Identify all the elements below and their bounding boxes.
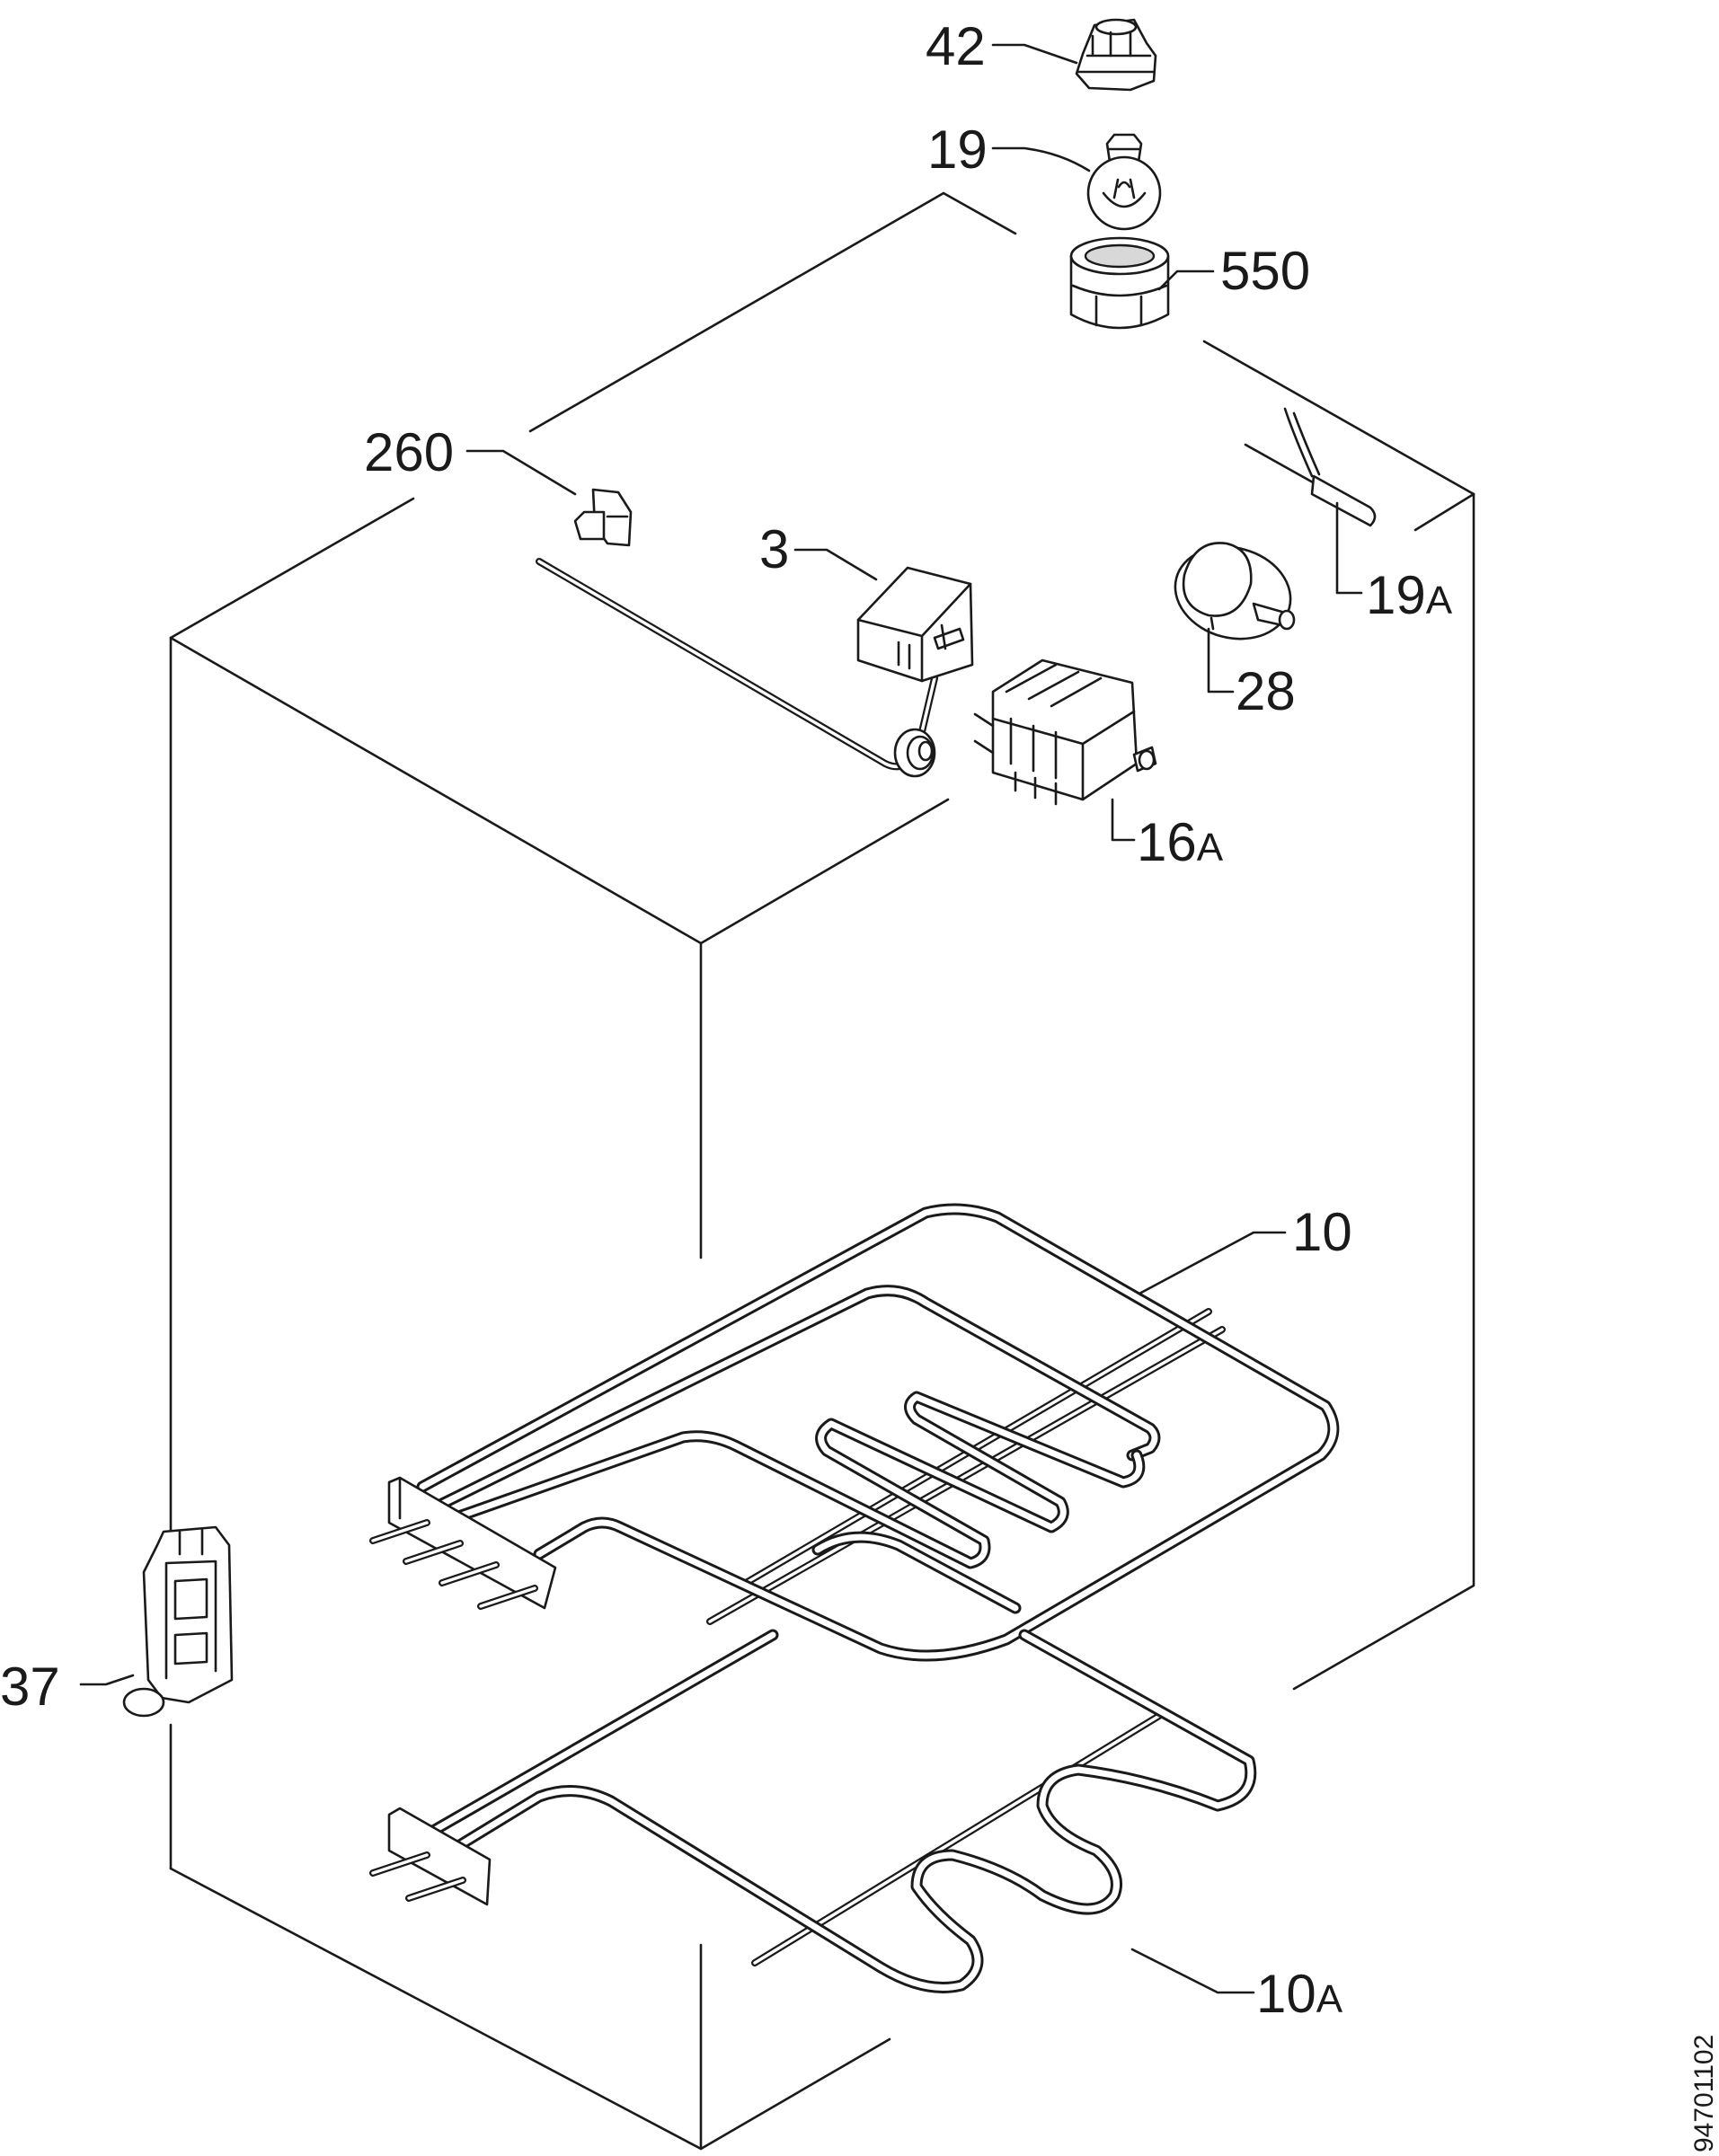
label-19: 19 (927, 119, 988, 180)
document-number: 94701102 (1689, 2035, 1719, 2152)
label-10a: 10A (1256, 1964, 1343, 2024)
label-16a-suffix: A (1197, 826, 1224, 870)
part-28-knob (1174, 542, 1296, 641)
label-19a-suffix: A (1426, 579, 1453, 623)
label-28: 28 (1236, 661, 1296, 721)
label-42: 42 (926, 16, 986, 76)
label-3: 3 (759, 519, 789, 579)
part-37-door-switch (122, 1525, 234, 1718)
label-10a-suffix: A (1316, 1977, 1343, 2021)
part-550-lamp-holder (1069, 236, 1170, 330)
part-labels: 42 19 550 260 3 19A 28 16A 10 37 10A 947… (0, 16, 1719, 2152)
part-10-grill-element (369, 1203, 1340, 1662)
part-42-lamp-cover (1075, 18, 1157, 92)
label-550: 550 (1220, 241, 1310, 301)
part-16a-selector-switch (973, 658, 1157, 806)
label-260: 260 (364, 422, 454, 482)
label-19a-number: 19 (1366, 565, 1426, 625)
label-19a: 19A (1366, 565, 1453, 625)
part-3-thermostat (536, 558, 974, 778)
label-37: 37 (0, 1657, 60, 1717)
label-10a-number: 10 (1256, 1964, 1316, 2024)
label-16a: 16A (1137, 812, 1224, 872)
cabinet-outline (169, 191, 1475, 2151)
part-19-lamp-bulb (1086, 133, 1162, 231)
part-10a-bottom-element (369, 1629, 1257, 1993)
part-260-clip (573, 488, 633, 547)
label-16a-number: 16 (1137, 812, 1197, 872)
part-19a-sensor-probe (1244, 407, 1377, 527)
label-10: 10 (1292, 1202, 1352, 1262)
leader-lines (79, 43, 1363, 1994)
